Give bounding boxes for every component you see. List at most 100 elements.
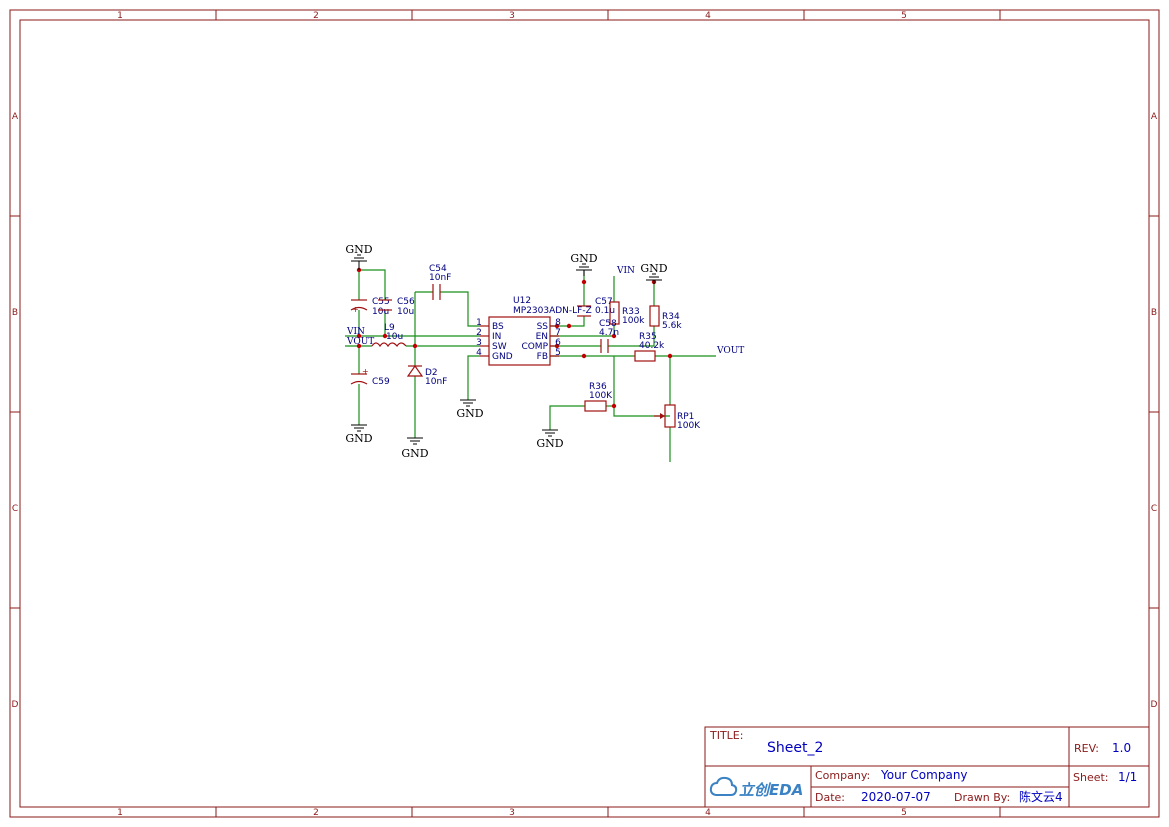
- u12-pin-name: IN: [492, 332, 501, 342]
- gnd-symbol: GND: [570, 252, 598, 276]
- r33-ref: R33: [622, 307, 640, 317]
- capacitor-c57[interactable]: C57 0.1u: [577, 297, 615, 317]
- drawn-by-label: Drawn By:: [954, 791, 1010, 804]
- gnd-label: GND: [345, 432, 372, 445]
- rp1-ref: RP1: [677, 412, 694, 422]
- cloud-icon: [709, 776, 738, 796]
- inductor-l9[interactable]: L9 10u: [371, 323, 407, 348]
- col-label-5: 5: [901, 11, 907, 21]
- diode-d2[interactable]: D2 10nF: [406, 364, 447, 387]
- drawn-by-value: 陈文云4: [1019, 789, 1063, 804]
- capacitor-c58[interactable]: C58 4.7n: [599, 319, 619, 353]
- col-label-3-bottom: 3: [509, 808, 515, 818]
- r36-value: 100K: [589, 391, 613, 401]
- gnd-symbol: GND: [401, 437, 429, 460]
- row-label-b-right: B: [1151, 308, 1157, 318]
- gnd-symbol: GND: [640, 262, 668, 284]
- junction-dot: [611, 403, 617, 409]
- u12-pin-num: 3: [476, 338, 482, 348]
- junction-dot: [611, 333, 617, 339]
- row-label-b: B: [12, 308, 18, 318]
- col-label-2-bottom: 2: [313, 808, 319, 818]
- gnd-label: GND: [401, 447, 428, 460]
- svg-text:+: +: [352, 305, 359, 314]
- date-label: Date:: [815, 791, 845, 804]
- u12-pin-name: SS: [537, 322, 549, 332]
- row-label-a-right: A: [1151, 112, 1158, 122]
- c58-ref: C58: [599, 319, 617, 329]
- c56-value: 10u: [397, 307, 414, 317]
- r34-value: 5.6k: [662, 321, 682, 331]
- capacitor-c59[interactable]: + C59: [350, 367, 390, 387]
- c54-ref: C54: [429, 264, 447, 274]
- u12-pin-name: COMP: [521, 342, 548, 352]
- u12-pin-name: BS: [492, 322, 504, 332]
- capacitor-c55[interactable]: + C55 10u: [350, 297, 390, 317]
- col-label-1-bottom: 1: [117, 808, 123, 818]
- capacitor-c56[interactable]: C56 10u: [378, 297, 415, 317]
- net-label-vout: VOUT: [346, 337, 374, 347]
- u12-pin-num: 5: [555, 348, 561, 358]
- drawing-frame: 1 2 3 4 5 1 2 3 4 5 A B C D A B C D: [9, 9, 1160, 818]
- row-label-c-right: C: [1151, 504, 1157, 514]
- svg-text:+: +: [362, 367, 369, 376]
- gnd-symbol: GND: [345, 243, 373, 270]
- c55-value: 10u: [372, 307, 389, 317]
- u12-pin-name: GND: [492, 352, 513, 362]
- junction-dot: [566, 323, 572, 329]
- net-label-vout: VOUT: [716, 346, 744, 356]
- net-label-vin: VIN: [616, 266, 635, 276]
- resistor-r34[interactable]: R34 5.6k: [649, 305, 682, 331]
- col-label-2: 2: [313, 11, 319, 21]
- u12-ref: U12: [513, 296, 531, 306]
- gnd-symbol: GND: [345, 424, 373, 445]
- l9-value: 10u: [386, 332, 403, 342]
- resistor-r36[interactable]: R36 100K: [584, 382, 613, 412]
- lceda-logo: 立创EDA: [709, 776, 803, 799]
- title-value: Sheet_2: [767, 740, 823, 756]
- resistor-r33[interactable]: R33 100k: [609, 301, 645, 326]
- r35-ref: R35: [639, 332, 657, 342]
- c59-ref: C59: [372, 377, 390, 387]
- capacitor-c54[interactable]: C54 10nF: [429, 264, 451, 300]
- c57-ref: C57: [595, 297, 613, 307]
- company-value: Your Company: [880, 768, 968, 782]
- d2-value: 10nF: [425, 377, 447, 387]
- c57-value: 0.1u: [595, 306, 615, 316]
- u12-pin-num: 7: [555, 328, 561, 338]
- u12-pin-num: 6: [555, 338, 561, 348]
- gnd-symbol: GND: [536, 429, 564, 450]
- u12-pin-num: 2: [476, 328, 482, 338]
- net-label-vin: VIN: [346, 327, 365, 337]
- junctions: [356, 267, 673, 409]
- gnd-label: GND: [456, 407, 483, 420]
- junction-dot: [412, 343, 418, 349]
- col-label-3: 3: [509, 11, 515, 21]
- gnd-label: GND: [640, 262, 667, 275]
- u12-pin-name: FB: [537, 352, 548, 362]
- title-block: TITLE: Sheet_2 REV: 1.0 Company: Your Co…: [704, 726, 1150, 808]
- row-label-a: A: [12, 112, 19, 122]
- r33-value: 100k: [622, 316, 645, 326]
- l9-ref: L9: [384, 323, 395, 333]
- col-label-1: 1: [117, 11, 123, 21]
- gnd-symbols: GND GND GND GND GND: [345, 243, 667, 460]
- col-label-4: 4: [705, 11, 711, 21]
- logo-text: 立创EDA: [739, 781, 803, 799]
- rev-label: REV:: [1074, 742, 1099, 755]
- row-label-c: C: [12, 504, 18, 514]
- r36-ref: R36: [589, 382, 607, 392]
- resistor-r35[interactable]: R35 40.2k: [634, 332, 665, 362]
- c55-ref: C55: [372, 297, 390, 307]
- u12-value: MP2303ADN-LF-Z: [513, 306, 592, 316]
- row-label-d: D: [12, 700, 19, 710]
- ic-u12[interactable]: U12 MP2303ADN-LF-Z 1 2 3 4 BS IN SW GND …: [476, 296, 592, 366]
- date-value: 2020-07-07: [861, 790, 931, 804]
- u12-pin-num: 4: [476, 348, 482, 358]
- r34-ref: R34: [662, 312, 680, 322]
- company-label: Company:: [815, 769, 870, 782]
- u12-pin-name: EN: [536, 332, 548, 342]
- potentiometer-rp1[interactable]: RP1 100K: [654, 404, 701, 431]
- gnd-label: GND: [536, 437, 563, 450]
